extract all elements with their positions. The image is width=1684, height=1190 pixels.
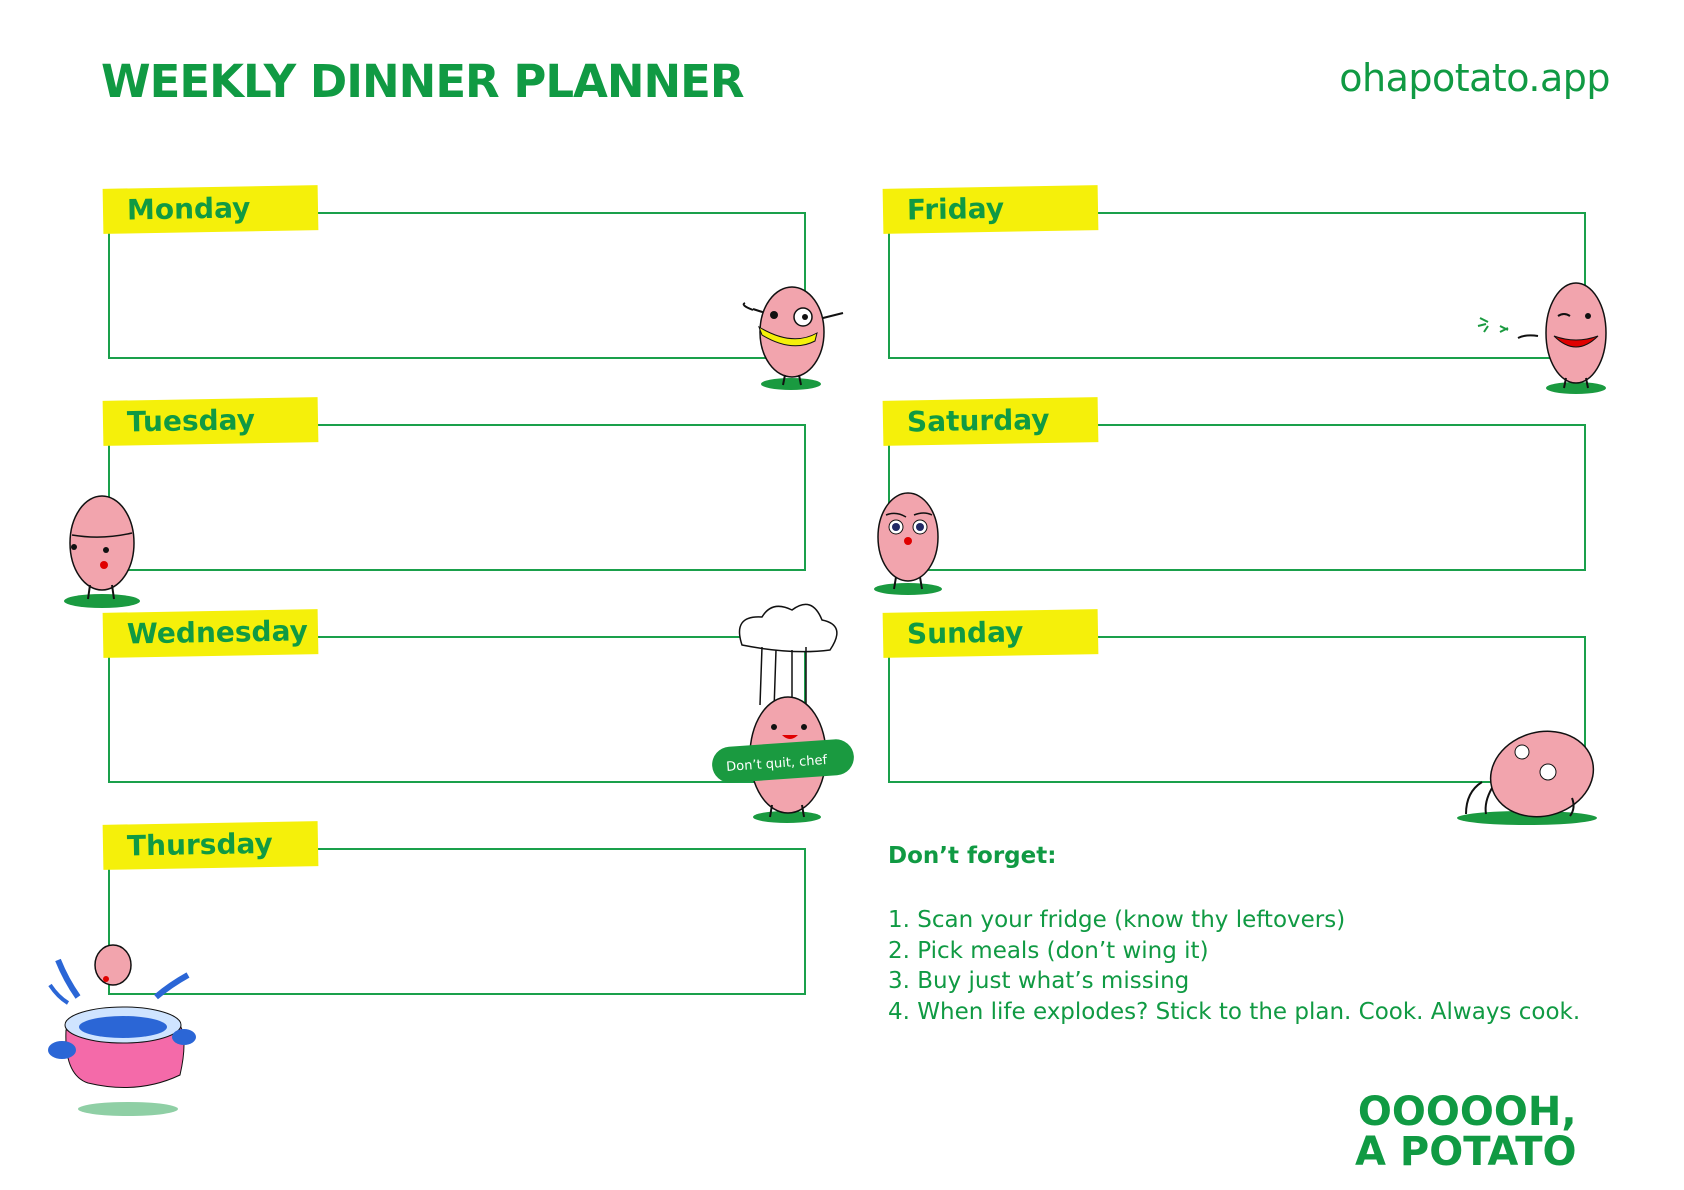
potato-worried-illustration (874, 492, 942, 595)
sunday-label: Sunday (882, 609, 1099, 658)
reminder-item: 1. Scan your fridge (know thy leftovers) (888, 907, 1346, 933)
reminder-item: 4. When life explodes? Stick to the plan… (888, 998, 1581, 1025)
monday-label: Monday (102, 185, 319, 234)
potato-pushup-illustration (1457, 730, 1597, 825)
chef-sign-text: Don’t quit, chef (726, 753, 828, 775)
logo-line-2: A POTATO (1355, 1129, 1577, 1175)
reminder-item: 3. Buy just what’s missing (888, 968, 1190, 994)
logo-line-1: OOOOOH, (1357, 1089, 1577, 1135)
thursday-box[interactable] (108, 848, 806, 995)
reminder-item: 2. Pick meals (don’t wing it) (888, 937, 1209, 964)
reminders-list: 1. Scan your fridge (know thy leftovers)… (888, 905, 1580, 1027)
potato-wink-illustration (1477, 282, 1607, 394)
site-url: ohapotato.app (1339, 56, 1610, 100)
potato-bib-illustration (742, 286, 844, 390)
thursday-label: Thursday (102, 821, 319, 870)
tuesday-label: Tuesday (102, 397, 319, 446)
page-title: WEEKLY DINNER PLANNER (101, 55, 745, 108)
sunday-box[interactable] (888, 636, 1586, 783)
potato-shy-illustration (64, 495, 140, 608)
reminders-heading: Don’t forget: (888, 843, 1057, 869)
potato-pot-illustration (48, 944, 196, 1116)
wednesday-box[interactable] (108, 636, 806, 783)
wednesday-label: Wednesday (102, 609, 319, 658)
friday-label: Friday (882, 185, 1099, 234)
potato-chef-illustration: Don’t quit, chef (712, 603, 854, 823)
saturday-label: Saturday (882, 397, 1099, 446)
brand-logo: OOOOOH, A POTATO (1355, 1092, 1577, 1172)
saturday-box[interactable] (888, 424, 1586, 571)
tuesday-box[interactable] (108, 424, 806, 571)
monday-box[interactable] (108, 212, 806, 359)
